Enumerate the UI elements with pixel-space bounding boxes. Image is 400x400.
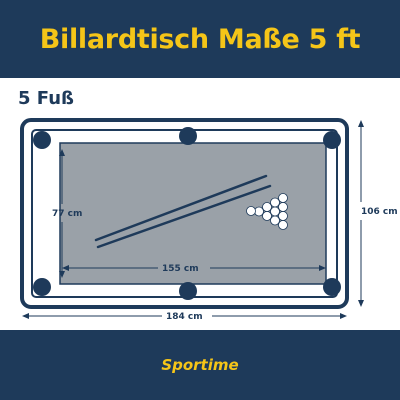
ball (270, 215, 280, 226)
ball (246, 206, 256, 216)
pockets (33, 127, 341, 300)
outer-width-label: 184 cm (166, 312, 203, 322)
ball (278, 211, 288, 221)
ball (270, 197, 280, 208)
inner-height-dimension (59, 149, 65, 278)
ball (262, 202, 272, 212)
pocket-bottom-left (33, 278, 51, 296)
pocket-bottom-middle (179, 282, 197, 300)
page-title: Billardtisch Maße 5 ft (39, 23, 361, 55)
pocket-top-middle (179, 127, 197, 145)
inner-height-label: 77 cm (52, 209, 82, 219)
table-size-label: 5 Fuß (18, 88, 74, 109)
ball-rack (246, 193, 288, 230)
header-bar (0, 0, 400, 78)
cue-sticks (94, 174, 272, 249)
ball (278, 220, 288, 230)
inner-width-dimension (62, 265, 326, 271)
pocket-top-left (33, 131, 51, 149)
brand-logo: Sportime (161, 356, 239, 374)
inner-width-label: 155 cm (162, 264, 199, 274)
pocket-bottom-right (323, 278, 341, 296)
ball (270, 206, 280, 217)
footer-bar (0, 330, 400, 400)
ball (262, 211, 272, 221)
ball (278, 193, 288, 203)
ball (278, 202, 288, 212)
cue-stick-2 (96, 184, 272, 249)
outer-height-label: 106 cm (361, 207, 398, 217)
cue-stick-1 (94, 174, 268, 242)
pocket-top-right (323, 131, 341, 149)
outer-width-dimension (22, 313, 347, 319)
outer-height-dimension (358, 120, 364, 307)
